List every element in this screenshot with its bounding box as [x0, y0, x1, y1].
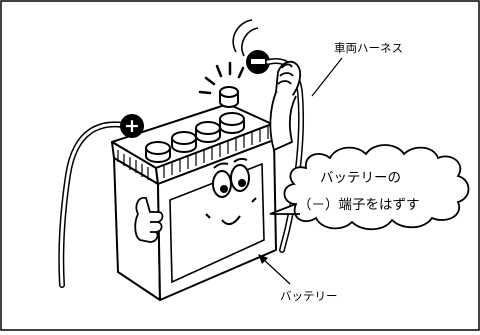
battery-leader-line [261, 257, 291, 285]
bubble-line-2: （－）端子をはずす [298, 197, 420, 213]
battery-label: バッテリー [280, 289, 338, 303]
negative-terminal [246, 50, 270, 74]
thumbs-up-icon [134, 196, 164, 243]
battery-face [205, 157, 257, 226]
bubble-line-1: バッテリーの [320, 170, 401, 186]
harness-leader-line [311, 57, 343, 97]
harness-label: 車両ハーネス [334, 41, 403, 55]
spark-lines [198, 61, 245, 95]
motion-arcs [232, 19, 259, 57]
arm [269, 91, 297, 152]
negative-terminal-post [219, 86, 239, 108]
battery-leader-arrow [258, 254, 268, 264]
lid-ribs [117, 126, 269, 180]
speech-bubble [269, 144, 470, 231]
hand-icon [275, 60, 302, 101]
svg-text:+: + [124, 115, 140, 137]
positive-terminal: + [120, 114, 144, 138]
cell-caps [145, 112, 245, 163]
